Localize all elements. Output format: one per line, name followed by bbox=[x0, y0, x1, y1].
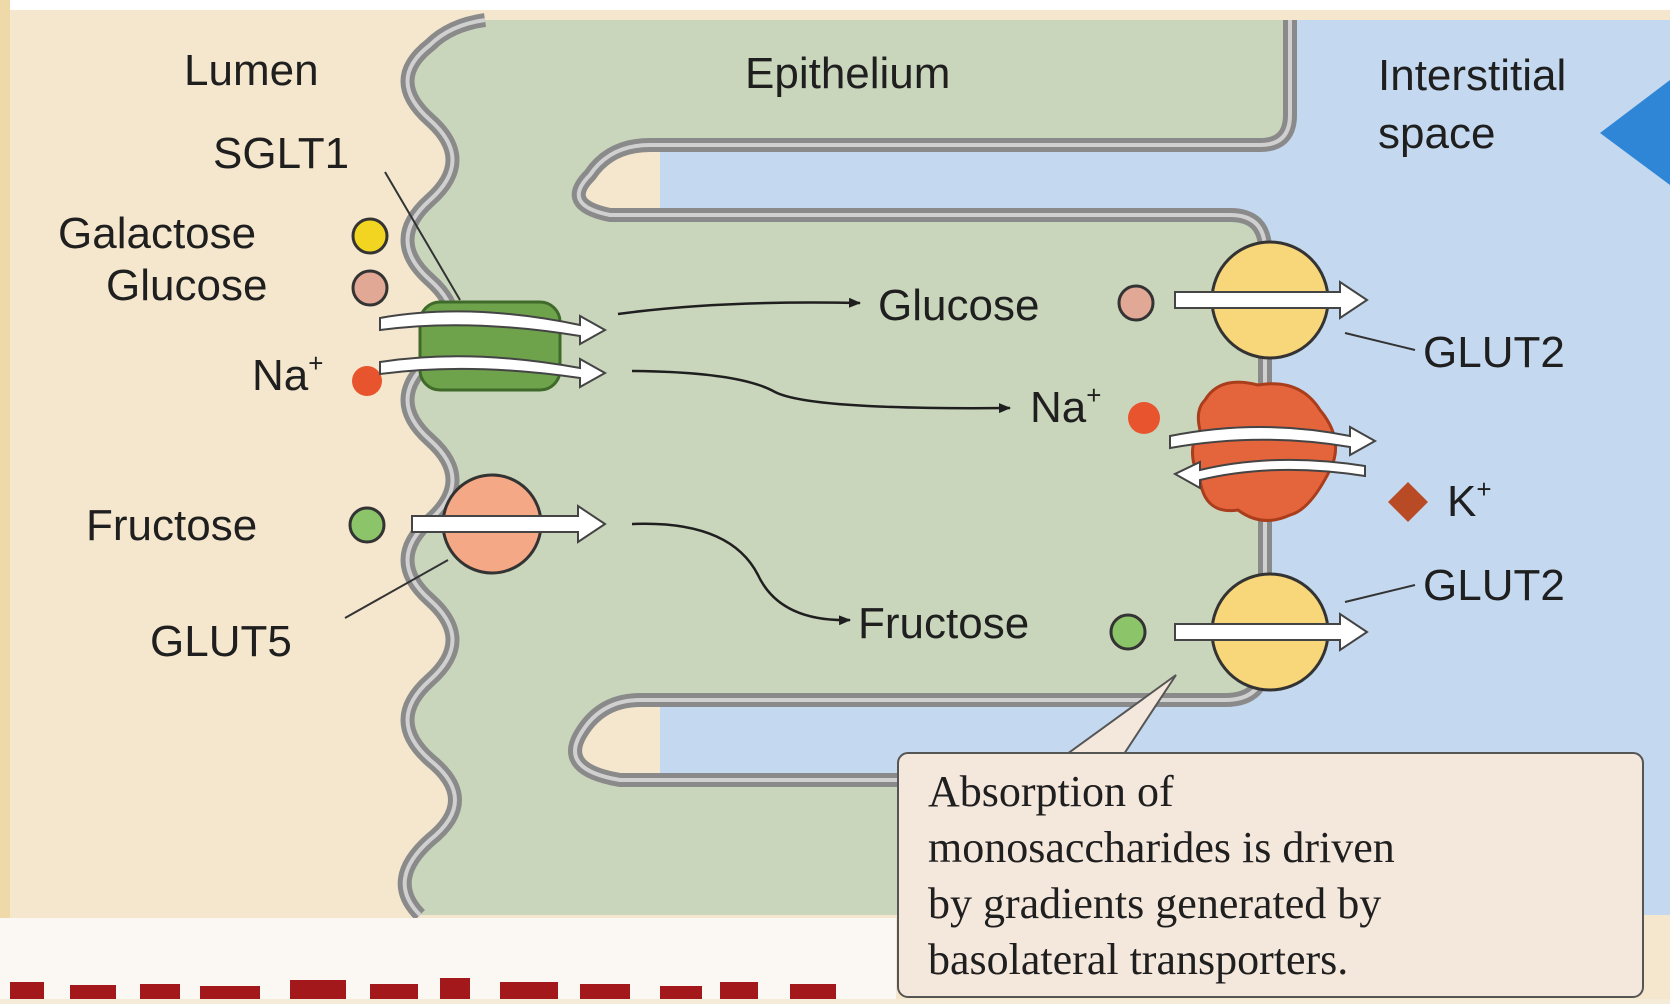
lumen-label: Lumen bbox=[184, 46, 319, 95]
glut2-label-bottom: GLUT2 bbox=[1423, 561, 1565, 610]
top-edge bbox=[0, 0, 1670, 10]
epithelium-label: Epithelium bbox=[745, 49, 950, 98]
interstitial-label-line1: Interstitial bbox=[1378, 51, 1566, 100]
callout-line-1: Absorption of bbox=[928, 767, 1174, 816]
fructose-label-lumen: Fructose bbox=[86, 501, 257, 550]
callout-line-2: monosaccharides is driven bbox=[928, 823, 1395, 872]
glut2-label-top: GLUT2 bbox=[1423, 328, 1565, 377]
galactose-molecule bbox=[353, 219, 387, 253]
glucose-molecule-lumen bbox=[353, 271, 387, 305]
sodium-ion-lumen bbox=[352, 366, 382, 396]
glucose-label-cell: Glucose bbox=[878, 281, 1039, 330]
glucose-label-lumen: Glucose bbox=[106, 261, 267, 310]
glut5-label: GLUT5 bbox=[150, 617, 292, 666]
left-edge bbox=[0, 0, 10, 999]
interstitial-label-line2: space bbox=[1378, 109, 1495, 158]
callout-line-3: by gradients generated by bbox=[928, 879, 1381, 928]
fructose-label-cell: Fructose bbox=[858, 599, 1029, 648]
fructose-molecule-lumen bbox=[350, 508, 384, 542]
sodium-ion-cell bbox=[1128, 402, 1160, 434]
sglt1-label: SGLT1 bbox=[213, 129, 349, 178]
glucose-molecule-cell bbox=[1119, 286, 1153, 320]
galactose-label: Galactose bbox=[58, 209, 256, 258]
fructose-molecule-cell bbox=[1111, 615, 1145, 649]
callout-line-4: basolateral transporters. bbox=[928, 935, 1348, 984]
